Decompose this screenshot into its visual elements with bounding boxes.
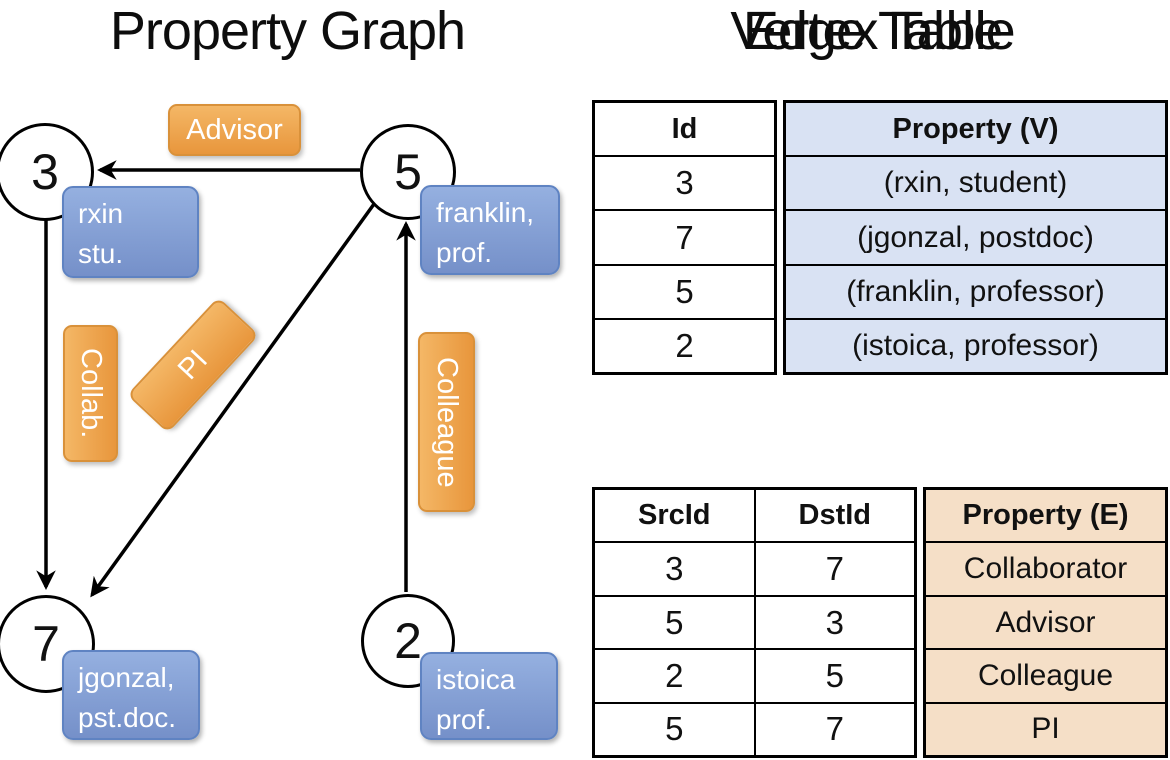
table-cell: 5 bbox=[595, 263, 774, 318]
table-cell: Colleague bbox=[926, 648, 1165, 701]
graph-edges-layer bbox=[36, 160, 416, 598]
table-cell: 3 bbox=[755, 594, 914, 648]
vertex-property-box-3: rxin stu. bbox=[62, 186, 199, 278]
table-cell: PI bbox=[926, 701, 1165, 755]
table-cell: 5 bbox=[755, 648, 914, 701]
edge-table-header-srcid: SrcId bbox=[637, 499, 711, 532]
vertex-table-id-column: Id 3 7 5 2 bbox=[592, 100, 777, 375]
edge-table-title: Edge Table bbox=[742, 1, 1003, 61]
table-cell: 3 bbox=[595, 155, 774, 209]
vertex-table-header-id: Id bbox=[671, 112, 698, 145]
vertex-3-line1: rxin bbox=[78, 198, 124, 229]
edge-table-srcid-column: SrcId 3 5 2 5 bbox=[595, 490, 754, 755]
table-cell: 2 bbox=[595, 317, 774, 372]
vertex-table-title: Vertex Table bbox=[730, 1, 1015, 61]
vertex-7-line1: jgonzal, bbox=[78, 662, 175, 693]
edge-table-dstid-column: DstId 7 3 5 7 bbox=[753, 490, 914, 755]
table-cell: 5 bbox=[595, 701, 754, 755]
edge-label-colleague: Colleague bbox=[418, 332, 475, 512]
node-2-id: 2 bbox=[394, 613, 422, 669]
table-cell: 7 bbox=[755, 701, 914, 755]
property-graph-title: Property Graph bbox=[109, 1, 466, 61]
edge-table-header-property: Property (E) bbox=[962, 499, 1129, 532]
table-cell: Collaborator bbox=[926, 541, 1165, 594]
table-cell: (franklin, professor) bbox=[786, 263, 1165, 318]
vertex-table-header-property: Property (V) bbox=[892, 112, 1059, 145]
node-7-id: 7 bbox=[32, 616, 60, 672]
table-cell: 3 bbox=[595, 541, 754, 594]
edge-label-advisor: Advisor bbox=[168, 104, 301, 156]
table-cell: Advisor bbox=[926, 594, 1165, 648]
vertex-5-line2: prof. bbox=[436, 237, 493, 268]
table-cell: 5 bbox=[595, 594, 754, 648]
edge-table-ids-columns: SrcId 3 5 2 5 DstId 7 3 5 7 bbox=[592, 487, 917, 758]
vertex-table: Id 3 7 5 2 Property (V) (rxin, student) … bbox=[592, 100, 1168, 375]
vertex-5-line1: franklin, bbox=[436, 197, 535, 228]
vertex-table-property-column: Property (V) (rxin, student) (jgonzal, p… bbox=[783, 100, 1168, 375]
vertex-property-box-5: franklin, prof. bbox=[420, 185, 560, 275]
edge-table: SrcId 3 5 2 5 DstId 7 3 5 7 Property (E)… bbox=[592, 487, 1168, 758]
vertex-3-line2: stu. bbox=[78, 238, 124, 269]
vertex-7-line2: pst.doc. bbox=[78, 702, 177, 733]
edge-table-header-dstid: DstId bbox=[798, 499, 872, 532]
table-cell: (jgonzal, postdoc) bbox=[786, 209, 1165, 263]
table-cell: 2 bbox=[595, 648, 754, 701]
node-5-id: 5 bbox=[394, 144, 422, 200]
table-cell: (istoica, professor) bbox=[786, 317, 1165, 372]
table-cell: (rxin, student) bbox=[786, 155, 1165, 209]
vertex-2-line1: istoica bbox=[436, 664, 516, 695]
edge-pi-arrow bbox=[90, 202, 376, 598]
table-cell: 7 bbox=[755, 541, 914, 594]
edge-table-property-column: Property (E) Collaborator Advisor Collea… bbox=[923, 487, 1168, 758]
vertex-property-box-7: jgonzal, pst.doc. bbox=[62, 650, 200, 740]
vertex-2-line2: prof. bbox=[436, 704, 493, 735]
vertex-property-box-2: istoica prof. bbox=[420, 652, 558, 740]
edge-label-collab: Collab. bbox=[63, 325, 118, 462]
table-cell: 7 bbox=[595, 209, 774, 263]
node-3-id: 3 bbox=[31, 144, 59, 200]
